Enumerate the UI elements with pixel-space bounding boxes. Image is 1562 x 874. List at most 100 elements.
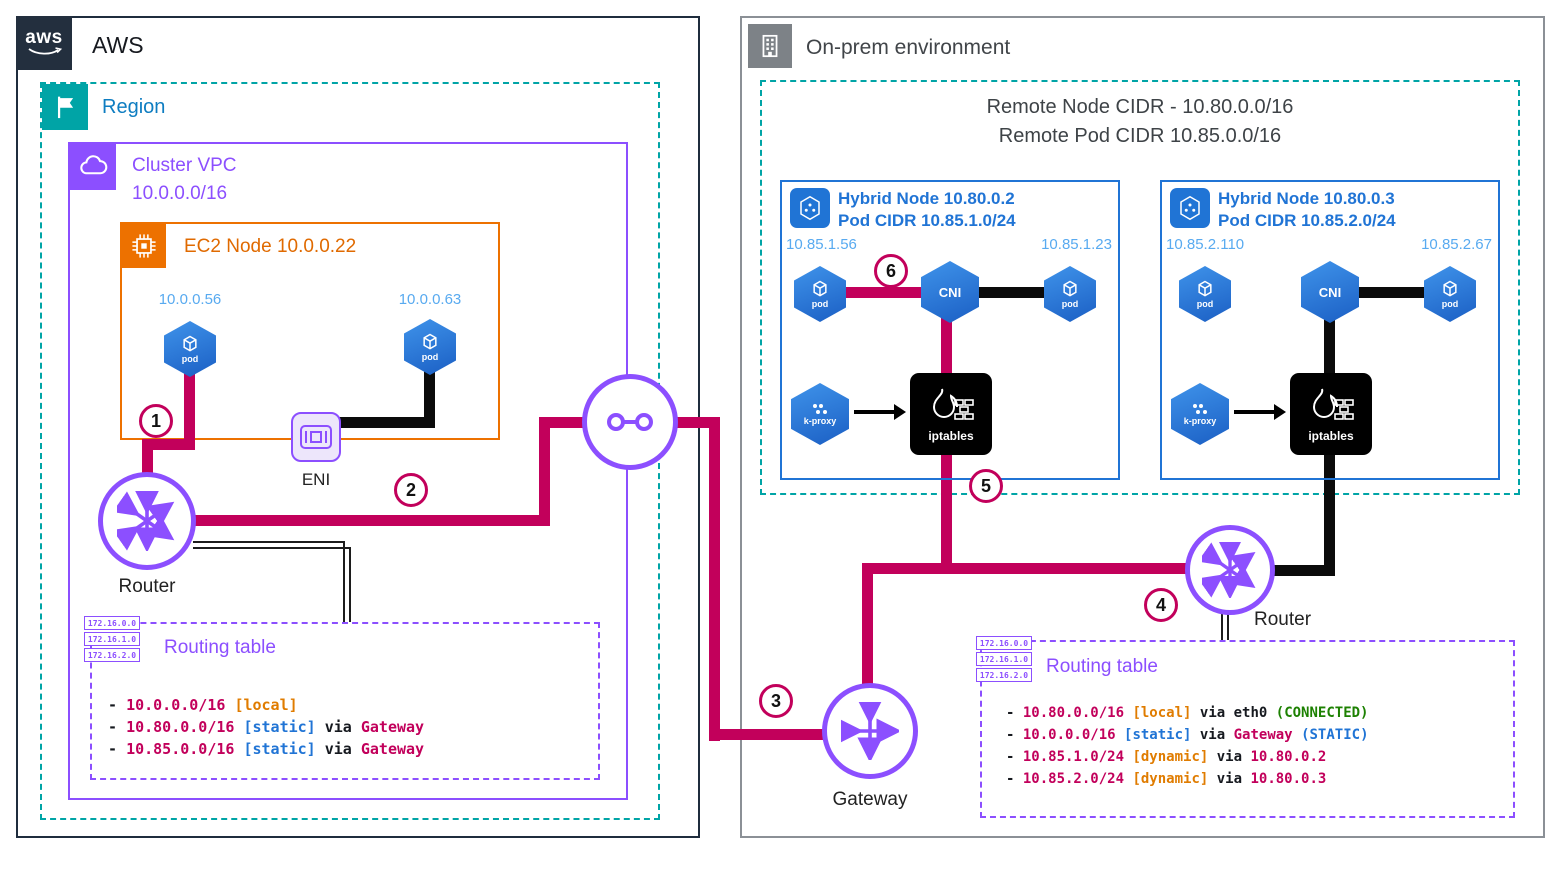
pink-line-to-peering [548,417,590,428]
pink-line-gap-down [709,417,720,741]
gear-dots-icon [1193,404,1207,414]
pod-label: pod [181,354,199,364]
hybrid1-pod-right-ip: 10.85.1.23 [1041,236,1112,253]
routing-table-icon-row: 172.16.1.0 [84,632,140,646]
iptables-icon: iptables [910,373,992,455]
pink-line-bend1 [142,439,195,450]
ec2-chip-icon [122,224,166,268]
pod-label: pod [1196,299,1214,309]
kproxy-label: k-proxy [803,416,837,426]
pink-line-cni-pod [842,287,930,298]
thin-line-router2-table-a [1221,613,1223,640]
pink-line-iptables-down [941,450,952,574]
cube-icon [183,335,197,352]
onprem-title: On-prem environment [806,36,1011,59]
pink-line-router-right [193,515,550,526]
kproxy-arrow [854,410,894,414]
cube-icon [1198,280,1212,297]
thin-line-router-table-a [193,541,345,543]
pod-label: pod [1441,299,1459,309]
pod-label: pod [1061,299,1079,309]
onprem-container-box [740,16,1545,838]
routing-table-entry: - 10.85.1.0/24 [dynamic] via 10.80.0.2 [1006,749,1327,765]
routing-table-box [980,640,1515,818]
region-flag-icon [42,84,88,130]
pod1-ip: 10.0.0.56 [158,291,222,308]
cube-icon [1443,280,1457,297]
cube-icon [423,333,437,350]
vpc-cidr: 10.0.0.0/16 [132,183,228,204]
routing-table-label: Routing table [164,637,276,658]
router-icon [98,472,196,570]
pink-line-peering-out [672,417,720,428]
routing-table-icon-row: 172.16.0.0 [84,616,140,630]
router-label: Router [1254,609,1312,630]
hybrid-node-2-title: Hybrid Node 10.80.0.3 [1218,189,1395,208]
hybrid-node-icon [1170,188,1210,228]
hybrid1-pod-left-ip: 10.85.1.56 [786,236,857,253]
routing-table-icon: 172.16.0.0 172.16.1.0 172.16.2.0 [84,616,140,664]
kproxy-arrow [1234,410,1274,414]
pink-line-to-router [142,445,153,481]
pod2-ip: 10.0.0.63 [398,291,462,308]
ec2-node-label: EC2 Node 10.0.0.22 [184,236,357,257]
black-line-pod2-down [424,364,435,428]
routing-table-icon-row: 172.16.2.0 [84,648,140,662]
step-badge-6: 6 [874,254,908,288]
thin-line-router-table-d [349,547,351,622]
step-badge-1: 1 [139,404,173,438]
routing-table-entries: - 10.80.0.0/16 [local] via eth0 (CONNECT… [1006,702,1369,790]
pink-line-to-onprem-router [862,563,1189,574]
thin-line-router2-table-b [1227,613,1229,640]
aws-logo-text: aws [25,27,63,48]
cube-icon [1063,280,1077,297]
routing-table-box [90,622,600,780]
router-label: Router [118,576,176,597]
cni-label: CNI [938,284,962,300]
thin-line-router-table-c [343,541,345,622]
black-line-cni-podright-1 [974,287,1050,298]
black-line-pod2-eni [338,417,435,428]
kproxy-arrowhead [1274,404,1286,420]
iptables-label: iptables [928,428,974,443]
step-badge-4: 4 [1144,588,1178,622]
aws-title: AWS [92,32,144,58]
gear-dots-icon [813,404,827,414]
remote-cidr-box [760,80,1520,495]
pod-label: pod [811,299,829,309]
pink-line-to-gateway [709,729,826,740]
hybrid-node-1-subtitle: Pod CIDR 10.85.1.0/24 [838,211,1016,230]
thin-line-router-table-b [193,547,351,549]
hybrid-node-2-box [1160,180,1500,480]
vpc-box [68,142,628,800]
iptables-label: iptables [1308,428,1354,443]
routing-table-icon-row: 172.16.0.0 [976,636,1032,650]
step-badge-3: 3 [759,684,793,718]
hybrid-node-2-subtitle: Pod CIDR 10.85.2.0/24 [1218,211,1396,230]
remote-node-cidr-title: Remote Node CIDR - 10.80.0.0/16 [986,96,1294,118]
routing-table-icon-row: 172.16.1.0 [976,652,1032,666]
eni-icon [291,412,341,462]
region-label: Region [102,96,166,118]
hybrid-node-1-box [780,180,1120,480]
routing-table-label: Routing table [1046,656,1158,677]
routing-table-entry: - 10.0.0.0/16 [local] [108,696,298,714]
iptables-icon: iptables [1290,373,1372,455]
aws-smile-icon [28,47,62,55]
gateway-label: Gateway [832,789,908,810]
black-line-cni-podright-2 [1352,287,1430,298]
router-icon [1185,525,1275,615]
aws-logo-icon: aws [16,16,72,70]
pink-line-pod1-down [184,366,195,450]
black-line-iptables-down-2 [1324,450,1335,576]
pink-line-up [539,417,550,526]
step-badge-2: 2 [394,473,428,507]
routing-table-icon: 172.16.0.0 172.16.1.0 172.16.2.0 [976,636,1032,684]
routing-table-entries: - 10.0.0.0/16 [local] - 10.80.0.0/16 [st… [108,694,424,760]
vpc-label: Cluster VPC [132,155,237,176]
routing-table-entry: - 10.80.0.0/16 [local] via eth0 (CONNECT… [1006,705,1369,721]
hybrid2-pod-left-ip: 10.85.2.110 [1166,236,1245,253]
pink-line-cni-iptables [941,313,952,379]
remote-pod-cidr-title: Remote Pod CIDR 10.85.0.0/16 [998,125,1282,147]
